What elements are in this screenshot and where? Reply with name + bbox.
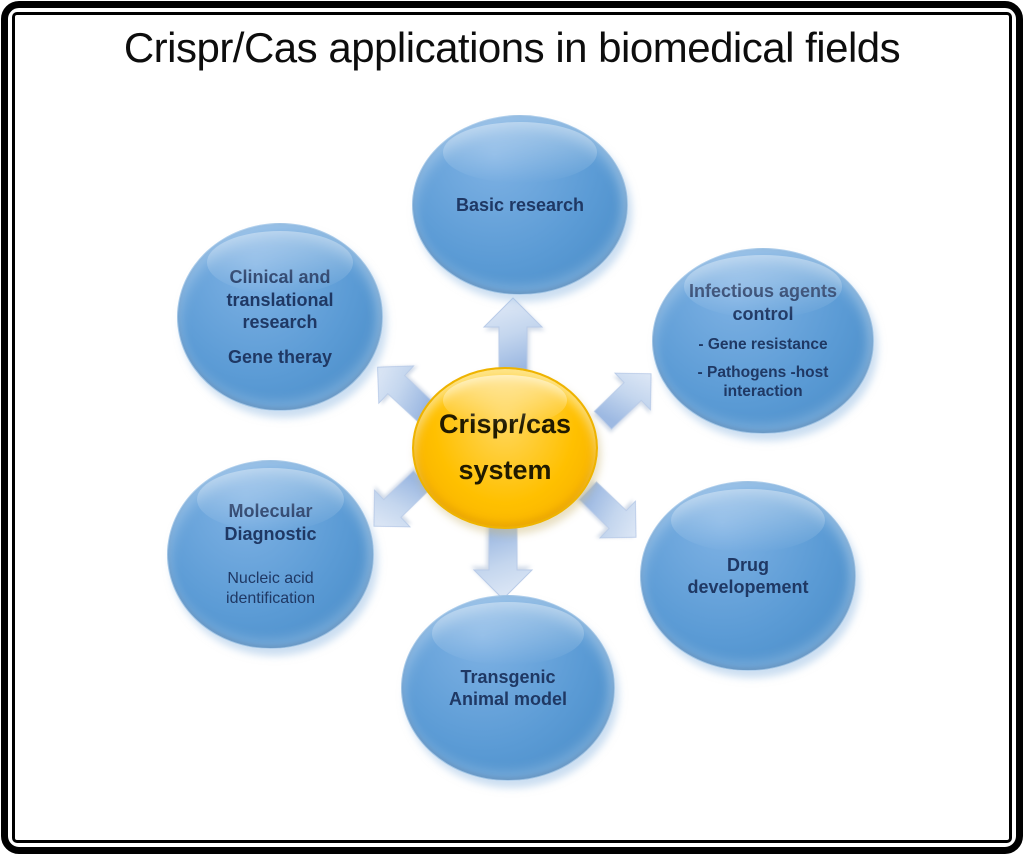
node-basic-research-label: Basic research	[455, 194, 585, 215]
node-crispr-cas-system: Crispr/cas system	[412, 367, 598, 529]
node-infectious-bullet-pathogens-host: - Pathogens -host interaction	[697, 363, 829, 401]
node-clinical-translational-research: Clinical and translational research Gene…	[177, 223, 383, 411]
node-drug-development: Drug developement	[640, 481, 856, 671]
node-infectious-bullet-gene-resistance: - Gene resistance	[698, 336, 828, 354]
center-label-line2: system	[458, 455, 552, 485]
node-infectious-title: Infectious agents control	[688, 281, 838, 324]
node-clinical-subtitle: Gene theray	[227, 346, 333, 367]
node-molecular-diagnostic: Molecular Diagnostic Nucleic acid identi…	[167, 460, 374, 649]
node-clinical-title: Clinical and translational research	[226, 267, 334, 332]
node-basic-research: Basic research	[412, 115, 628, 295]
node-molecular-title: Molecular Diagnostic	[224, 501, 317, 544]
node-infectious-agents-control: Infectious agents control - Gene resista…	[652, 248, 874, 434]
node-transgenic-title: Transgenic Animal model	[448, 666, 568, 710]
node-transgenic-animal-model: Transgenic Animal model	[401, 595, 615, 781]
node-molecular-subtitle: Nucleic acid identification	[226, 570, 315, 607]
center-label-line1: Crispr/cas	[438, 409, 572, 440]
node-drug-title: Drug developement	[687, 554, 809, 598]
diagram-title: Crispr/Cas applications in biomedical fi…	[123, 24, 901, 71]
inner-border-frame	[12, 12, 1012, 843]
